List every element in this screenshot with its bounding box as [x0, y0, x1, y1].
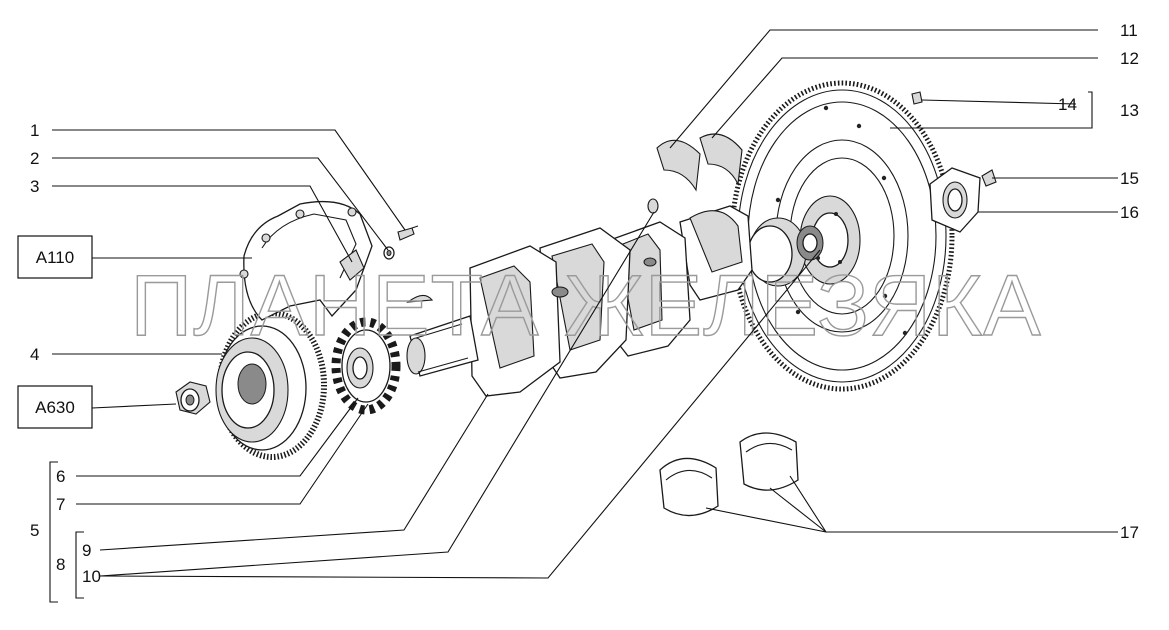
ref-box-a110 [17, 235, 93, 279]
woodruff-key [406, 294, 434, 303]
bolt [397, 225, 419, 241]
thrust-half-washers [656, 133, 743, 192]
timing-sprocket [331, 317, 401, 415]
washer [383, 246, 395, 260]
callout-9: 9 [82, 541, 91, 560]
callout-4: 4 [30, 345, 39, 364]
callout-6: 6 [56, 467, 65, 486]
callout-12: 12 [1120, 49, 1139, 68]
callout-8: 8 [56, 555, 65, 574]
ref-label-a110: A110 [36, 248, 74, 267]
crankshaft-pulley [215, 310, 327, 460]
crankshaft [406, 205, 824, 397]
ref-box-a630 [17, 385, 93, 429]
main-bearing-shells [659, 432, 799, 517]
callout-1: 1 [30, 121, 39, 140]
flywheel-bolt [981, 169, 997, 187]
callout-2: 2 [30, 149, 39, 168]
flywheel-washer-plate [929, 167, 981, 233]
timing-cover [239, 200, 373, 321]
dowel-pin [911, 91, 923, 105]
callout-13: 13 [1120, 101, 1139, 120]
callout-14: 14 [1058, 95, 1077, 114]
callout-7: 7 [56, 495, 65, 514]
watermark: ПЛАНЕТА ЖЕЛЕЗЯКА [130, 258, 1041, 354]
crank-pin-plug [647, 198, 659, 214]
callout-5: 5 [30, 521, 39, 540]
pulley-nut [175, 381, 211, 415]
flywheel [729, 80, 955, 392]
callout-16: 16 [1120, 203, 1139, 222]
callout-17: 17 [1120, 523, 1139, 542]
callout-3: 3 [30, 177, 39, 196]
callout-15: 15 [1120, 169, 1139, 188]
ref-label-a630: A630 [35, 398, 75, 417]
callout-10: 10 [82, 567, 101, 586]
leader-lines [49, 29, 1118, 603]
callout-11: 11 [1120, 21, 1138, 40]
